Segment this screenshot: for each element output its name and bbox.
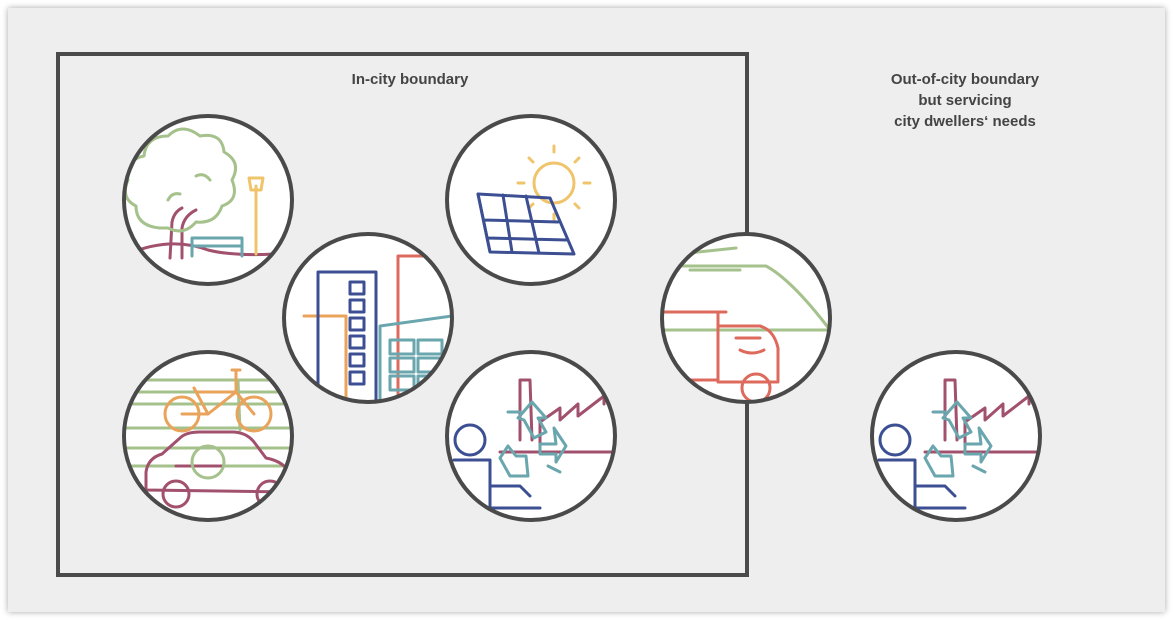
out-of-city-label-line: Out-of-city boundary — [890, 71, 1040, 88]
out-of-city-label-line: city dwellers‘ needs — [894, 113, 1036, 130]
out-of-city-label-line: but servicing — [918, 92, 1012, 109]
buildings-icon — [282, 232, 454, 404]
in-city-boundary-label: In-city boundary — [351, 71, 469, 88]
transport-icon — [122, 350, 294, 522]
park-icon — [122, 114, 294, 286]
recycling-icon — [445, 350, 617, 522]
recycling-outside-icon — [870, 350, 1042, 522]
train-truck-icon — [660, 232, 832, 404]
out-of-city-boundary-label: Out-of-city boundary but servicing city … — [815, 69, 1115, 132]
solar-panel-icon — [445, 114, 617, 286]
